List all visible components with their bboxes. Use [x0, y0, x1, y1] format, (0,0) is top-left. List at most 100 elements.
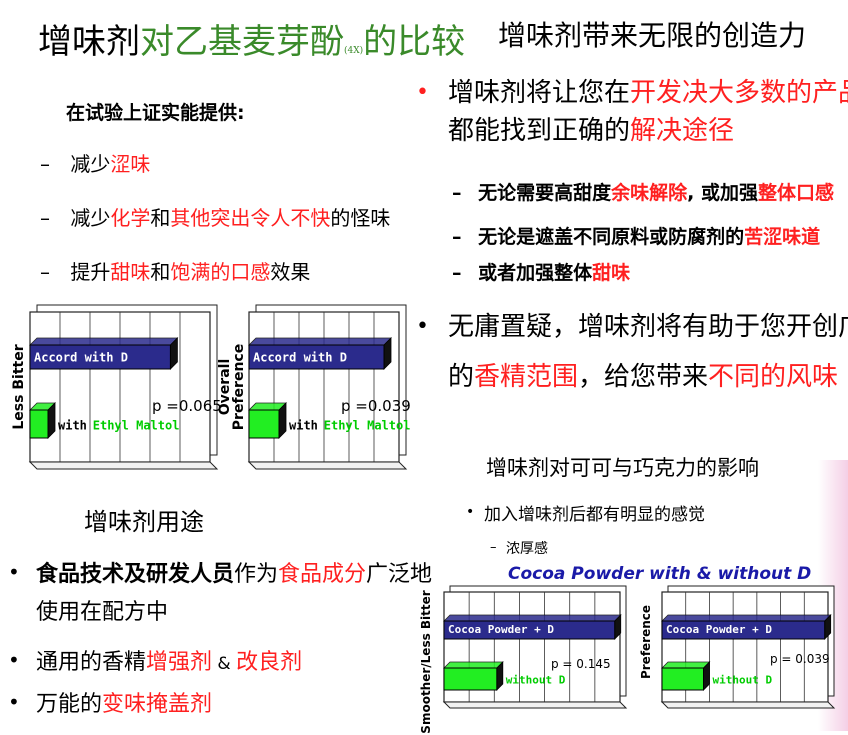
- bar-series-1: [29, 344, 171, 370]
- slide4-bullet-marker: •: [466, 504, 475, 520]
- text: 或者加强整体: [478, 262, 593, 284]
- highlight: 不同的风味: [708, 362, 839, 392]
- slide2-bullet-1-line-2: 都能找到正确的解决途径: [448, 110, 734, 147]
- chart-smoother-less-bitter: Smoother/Less Bitter Cocoa Powder + D wit…: [412, 566, 628, 734]
- text: 食品技术及研发人员: [36, 562, 235, 587]
- slide3-item-1-line-1: 食品技术及研发人员作为食品成分广泛地: [36, 556, 432, 588]
- chart-floor: [28, 461, 219, 470]
- slide2-title: 增味剂带来无限的创造力: [498, 19, 807, 52]
- dash: –: [452, 226, 462, 248]
- highlight: 香精范围: [474, 362, 579, 392]
- dash: –: [452, 262, 462, 284]
- highlight: 变味掩盖剂: [102, 692, 213, 717]
- slide3-item-2-marker: •: [8, 648, 20, 672]
- text: 的怪味: [330, 206, 391, 230]
- bar-series-1: [248, 344, 385, 370]
- text: 的: [448, 362, 475, 392]
- text: 减少: [70, 152, 111, 176]
- bar-series-2-top: [443, 661, 504, 669]
- bar-label-series-2: without D: [506, 673, 566, 686]
- slide2-bullet-1-line-1: 增味剂将让您在开发决大多数的产品时: [448, 72, 848, 109]
- text: 都能找到正确的: [448, 116, 631, 146]
- bar-series-1-top: [661, 614, 832, 622]
- slide4-sub-1: 加入增味剂后都有明显的感觉: [484, 505, 705, 525]
- chart-smoother-less-bitter-svg: Smoother/Less Bitter Cocoa Powder + D wit…: [419, 585, 628, 734]
- slide2-bullet-2-line-1: 无庸置疑，增味剂将有助于您开创广泛: [448, 312, 848, 342]
- text: 减少: [70, 206, 111, 230]
- slide1-title-small: (4X): [344, 46, 364, 56]
- bar-label-series-1: Accord with D: [253, 350, 347, 364]
- slide3-item-1-marker: •: [8, 560, 20, 584]
- bar-series-2: [661, 667, 704, 691]
- slide3-item-3-marker: •: [8, 690, 20, 714]
- bar-series-1-top: [248, 337, 392, 346]
- highlight: 甜味: [110, 260, 151, 284]
- highlight: 甜味: [592, 262, 631, 284]
- text: 和: [150, 260, 171, 284]
- text: 增味剂将让您在: [448, 78, 631, 108]
- chart-plot: Cocoa Powder + D without D p = 0.145: [442, 585, 628, 709]
- highlight: 化学: [110, 206, 151, 230]
- text: 通用的香精: [36, 650, 147, 675]
- slide4-dash: –: [490, 540, 497, 555]
- chart-annotation-pvalue: p = 0.039: [770, 652, 830, 666]
- slide2-bullet-2-marker: •: [416, 314, 429, 339]
- highlight: 整体口感: [758, 182, 835, 204]
- slide4-title: 增味剂对可可与巧克力的影响: [486, 456, 759, 480]
- bar-series-1: [443, 620, 616, 640]
- highlight: 饱满的口感: [170, 260, 271, 284]
- slide1-intro: 在试验上证实能提供:: [66, 102, 245, 124]
- text: &: [212, 654, 237, 674]
- dash: –: [40, 260, 50, 284]
- chart-ylabel-line-1: Overall: [217, 359, 233, 415]
- bar-series-2: [29, 409, 49, 439]
- chart-annotation-pvalue: p =0.039: [341, 397, 411, 415]
- highlight: 解决途径: [630, 116, 735, 146]
- text: 和: [150, 206, 171, 230]
- bar-label-series-1: Cocoa Powder + D: [448, 623, 554, 636]
- bar-label-series-1: Accord with D: [34, 350, 128, 364]
- slide2-sub-2: – 无论是遮盖不同原料或防腐剂的苦涩味道: [452, 222, 820, 249]
- slide1-title: 增味剂对乙基麦芽酚(4X)的比较: [38, 14, 465, 63]
- text: 无论需要高甜度: [478, 182, 612, 204]
- bar-series-2: [443, 667, 498, 691]
- bar-series-2-top: [661, 661, 711, 669]
- text: 广泛地: [366, 562, 433, 587]
- text: 无论是遮盖不同原料或防腐剂的: [478, 226, 745, 248]
- slide1-title-c: 的比较: [363, 22, 466, 62]
- highlight: 余味解除: [611, 182, 688, 204]
- highlight: 增强剂: [146, 650, 213, 675]
- slide4-chart-title: Cocoa Powder with & without D: [508, 564, 812, 584]
- slide3-item-1-line-2: 使用在配方中: [36, 600, 169, 625]
- dash: –: [40, 206, 50, 230]
- slide2-bullet-1-marker: •: [416, 80, 429, 105]
- chart-ylabel: Less Bitter: [11, 344, 27, 429]
- chart-floor: [247, 461, 408, 470]
- slide3-item-3: 万能的变味掩盖剂: [36, 686, 212, 718]
- slide1-bullet-2: – 减少化学和其他突出令人不快的怪味: [40, 202, 390, 231]
- slide2-sub-1: – 无论需要高甜度余味解除, 或加强整体口感: [452, 178, 834, 205]
- text: 效果: [270, 260, 311, 284]
- highlight: 涩味: [110, 152, 151, 176]
- slide2-bullet-2-line-2: 的香精范围，给您带来不同的风味: [448, 356, 838, 393]
- bar-series-2: [248, 409, 280, 439]
- text: 提升: [70, 260, 111, 284]
- chart-annotation-pvalue: p = 0.145: [551, 657, 611, 671]
- text: 作为: [234, 562, 279, 587]
- slide3-item-2: 通用的香精增强剂 & 改良剂: [36, 644, 302, 676]
- chart-floor: [660, 701, 836, 709]
- chart-ylabel-line-2: Preference: [231, 344, 247, 430]
- highlight: 改良剂: [236, 650, 303, 675]
- dash: –: [40, 152, 50, 176]
- bar-label-series-1: Cocoa Powder + D: [666, 623, 772, 636]
- slide1-title-a: 增味剂: [38, 22, 140, 62]
- bar-series-1-top: [443, 614, 622, 622]
- chart-ylabel: Smoother/Less Bitter: [419, 590, 433, 733]
